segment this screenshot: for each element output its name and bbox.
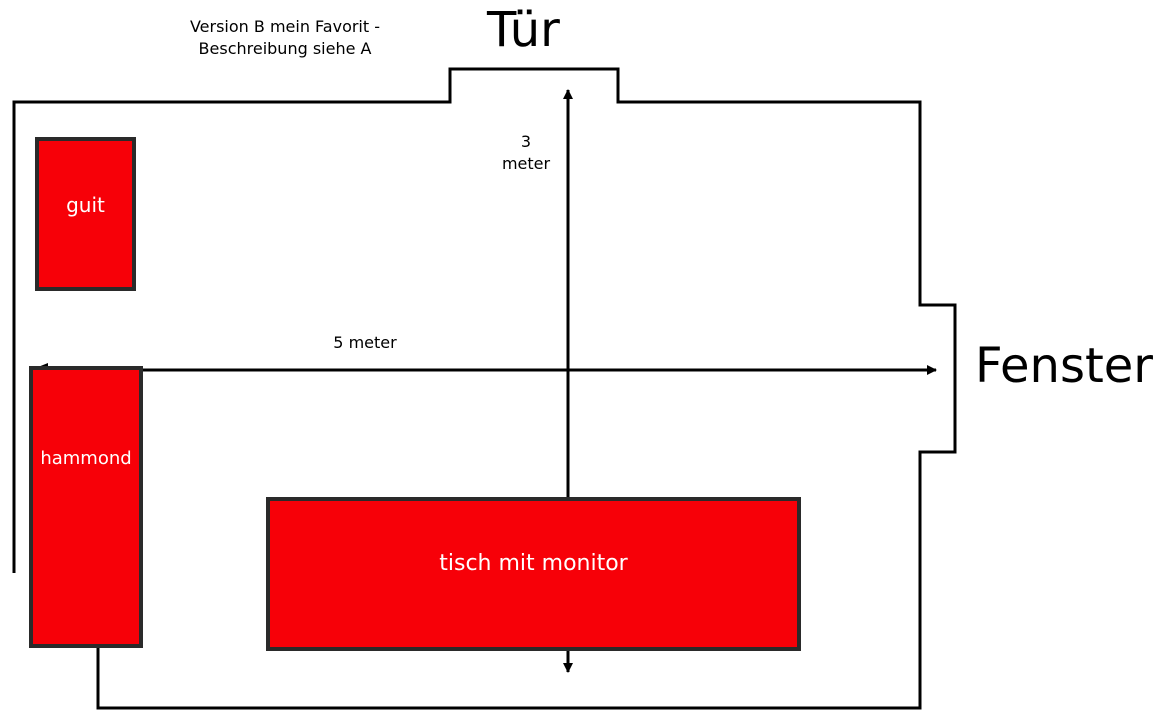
- hammond-label: hammond: [40, 448, 132, 469]
- room-outline: [12, 67, 957, 710]
- vertical-dimension-unit: meter: [501, 154, 551, 173]
- version-note: Version B mein Favorit - Beschreibung si…: [150, 16, 420, 60]
- desk-label: tisch mit monitor: [439, 551, 628, 576]
- door-label: Tür: [487, 2, 560, 58]
- horizontal-dimension-label: 5 meter: [333, 333, 397, 352]
- guitar-label: guit: [66, 193, 105, 217]
- window-label: Fenster: [975, 338, 1154, 394]
- vertical-dimension-value: 3: [520, 132, 532, 151]
- desk-block: tisch mit monitor: [266, 497, 801, 651]
- guitar-block: guit: [35, 137, 136, 291]
- vertical-dimension-label: 3 meter: [490, 131, 562, 175]
- hammond-block: hammond: [29, 366, 143, 648]
- version-note-line-1: Version B mein Favorit -: [189, 17, 381, 36]
- version-note-line-2: Beschreibung siehe A: [198, 39, 372, 58]
